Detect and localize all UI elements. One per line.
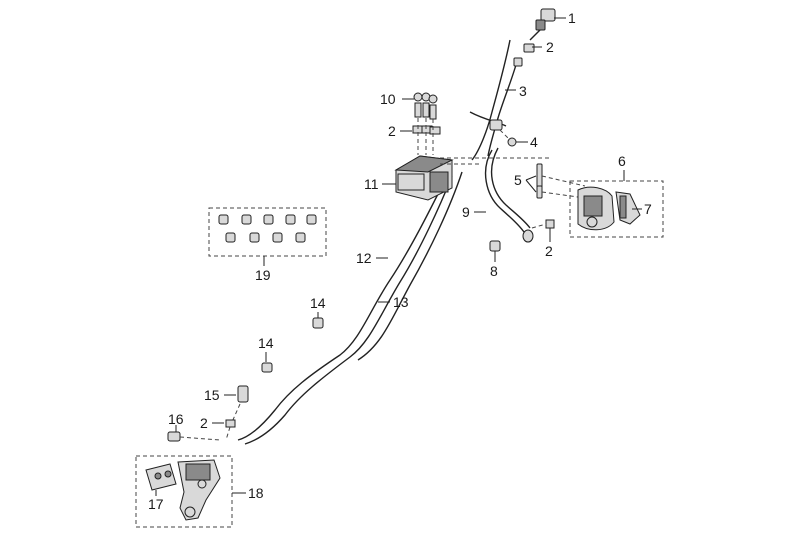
part-2-clip-top bbox=[513, 43, 535, 67]
callout-6: 6 bbox=[618, 153, 626, 169]
callout-9: 9 bbox=[462, 204, 470, 220]
part-14-clip-lower bbox=[261, 362, 273, 373]
part-5-bolts bbox=[536, 163, 586, 199]
part-17-rear-pads bbox=[145, 463, 177, 491]
hose-9-fitting bbox=[522, 229, 534, 243]
callout-2-abs: 2 bbox=[388, 123, 396, 139]
callout-10: 10 bbox=[380, 91, 396, 107]
leader-lines bbox=[155, 17, 642, 496]
part-1-sensor bbox=[529, 8, 556, 41]
callout-14-lower: 14 bbox=[258, 335, 274, 351]
part-7-brake-pads bbox=[615, 191, 641, 225]
part-10-bolts bbox=[413, 92, 438, 120]
callout-11: 11 bbox=[364, 176, 379, 192]
callout-15: 15 bbox=[204, 387, 220, 403]
callout-2-top: 2 bbox=[546, 39, 554, 55]
part-18-rear-caliper bbox=[177, 459, 221, 521]
part-11-abs-unit bbox=[394, 155, 550, 201]
callout-19: 19 bbox=[255, 267, 271, 283]
callout-labels: 1 2 3 10 2 4 6 5 11 7 9 2 19 12 8 13 14 … bbox=[148, 10, 652, 512]
callout-2-right: 2 bbox=[545, 243, 553, 259]
part-14-clip-upper bbox=[312, 317, 324, 329]
callout-8: 8 bbox=[490, 263, 498, 279]
callout-1: 1 bbox=[568, 10, 576, 26]
callout-17: 17 bbox=[148, 496, 164, 512]
part-6-front-caliper bbox=[577, 186, 615, 231]
callout-16: 16 bbox=[168, 411, 184, 427]
hose-9 bbox=[484, 147, 534, 243]
part-6-front-caliper-group bbox=[569, 180, 664, 238]
part-15-rear-sensor bbox=[231, 385, 249, 423]
callout-13: 13 bbox=[393, 294, 409, 310]
part-2-washer-right bbox=[531, 219, 555, 229]
part-2-clip-rear bbox=[225, 419, 236, 441]
part-16-fitting bbox=[167, 431, 221, 442]
part-2-washers-abs bbox=[412, 118, 441, 155]
part-19-clip-kit bbox=[208, 207, 327, 257]
callout-2-rear: 2 bbox=[200, 415, 208, 431]
callout-14-upper: 14 bbox=[310, 295, 326, 311]
callout-3: 3 bbox=[519, 83, 527, 99]
callout-5: 5 bbox=[514, 172, 522, 188]
callout-4: 4 bbox=[530, 134, 538, 150]
callout-7: 7 bbox=[644, 201, 652, 217]
part-8-bolt bbox=[489, 240, 501, 252]
callout-12: 12 bbox=[356, 250, 372, 266]
part-19-clips bbox=[218, 214, 317, 243]
front-to-rear-brake-hoses bbox=[237, 171, 463, 445]
callout-18: 18 bbox=[248, 485, 264, 501]
